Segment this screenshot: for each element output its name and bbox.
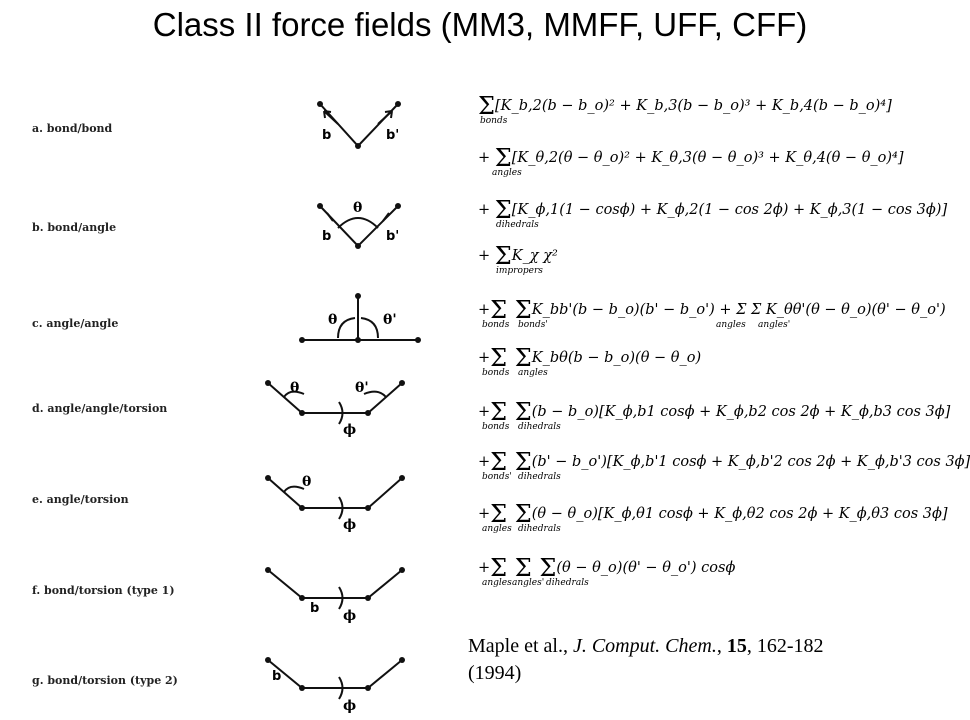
term-label-bond-angle: b. bond/angle (32, 221, 117, 234)
diagram-angle-angle: θ θ' (299, 293, 421, 343)
bond-symbol-b-prime: b' (386, 229, 399, 244)
torsion-symbol-phi: ϕ (343, 422, 356, 438)
term-label-angle-angle-torsion: d. angle/angle/torsion (32, 402, 168, 415)
angle-symbol-theta: θ (328, 312, 337, 328)
term-label-bond-torsion-2: g. bond/torsion (type 2) (32, 674, 178, 687)
citation: Maple et al., J. Comput. Chem., 15, 162-… (468, 635, 824, 684)
torsion-symbol-phi: ϕ (343, 608, 356, 624)
bond-symbol-b-prime: b' (386, 128, 399, 143)
term-label-bond-bond: a. bond/bond (32, 122, 113, 135)
diagram-bond-torsion-type-1: b ϕ (265, 567, 405, 624)
diagram-angle-torsion: θ ϕ (265, 474, 405, 533)
diagram-bond-torsion-type-2: b ϕ (265, 657, 405, 714)
bond-symbol-b: b (310, 601, 319, 616)
diagram-angle-angle-torsion: θ θ' ϕ (265, 380, 405, 438)
bond-symbol-b: b (322, 229, 331, 244)
angle-symbol-theta-prime: θ' (383, 312, 397, 328)
bond-symbol-b: b (272, 669, 281, 684)
angle-symbol-theta: θ (290, 380, 299, 396)
angle-symbol-theta: θ (302, 474, 311, 490)
bond-symbol-b: b (322, 128, 331, 143)
term-label-bond-torsion-1: f. bond/torsion (type 1) (32, 584, 175, 597)
term-label-angle-torsion: e. angle/torsion (32, 493, 129, 506)
angle-symbol-theta: θ (353, 200, 362, 216)
torsion-symbol-phi: ϕ (343, 517, 356, 533)
term-label-angle-angle: c. angle/angle (32, 317, 119, 330)
diagram-bond-angle: θ b b' (317, 200, 401, 249)
page-title: Class II force fields (MM3, MMFF, UFF, C… (152, 6, 808, 43)
diagram-bond-bond: b b' (317, 101, 401, 149)
torsion-symbol-phi: ϕ (343, 698, 356, 714)
angle-symbol-theta-prime: θ' (355, 380, 369, 396)
